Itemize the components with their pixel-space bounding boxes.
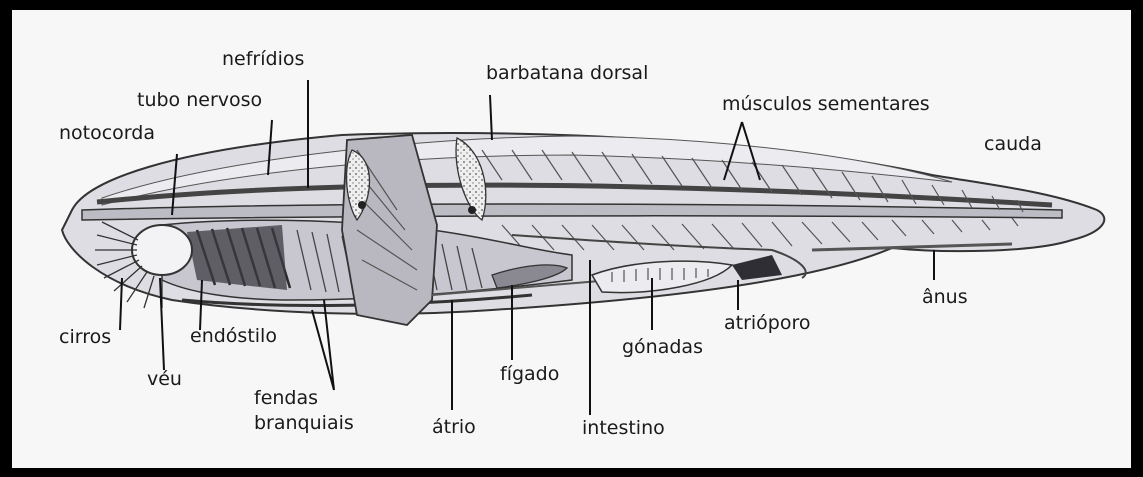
label-cauda: cauda: [984, 133, 1042, 155]
label-barbatana-dorsal: barbatana dorsal: [486, 62, 649, 84]
label-musculos-sementares: músculos sementares: [722, 93, 930, 115]
nerve-tube: [96, 182, 1053, 208]
endostyle: [181, 293, 533, 307]
label-branquiais: branquiais: [254, 412, 354, 434]
ventral-fin: [811, 242, 1013, 252]
label-veu: véu: [147, 368, 182, 390]
amphioxus-illustration: [60, 80, 1106, 415]
leader-lines: [119, 80, 935, 415]
intestine: [511, 234, 807, 279]
label-notocorda: notocorda: [59, 122, 155, 144]
label-nefridios: nefrídios: [222, 48, 305, 70]
label-fendas: fendas: [254, 387, 319, 409]
cirri: [95, 221, 163, 309]
label-endostilo: endóstilo: [190, 325, 277, 347]
liver: [491, 264, 569, 289]
label-intestino: intestino: [582, 417, 665, 439]
label-figado: fígado: [500, 363, 560, 385]
gonads: [590, 260, 734, 294]
nephridium-2: [455, 137, 487, 222]
label-atrio: átrio: [432, 416, 476, 438]
label-cirros: cirros: [59, 326, 112, 348]
muscle-segments: [481, 149, 1024, 251]
label-atrioporo: atrióporo: [724, 312, 811, 334]
label-tubo-nervoso: tubo nervoso: [137, 89, 263, 111]
diagram-canvas: nefrídios barbatana dorsal tubo nervoso …: [12, 10, 1131, 468]
atriopore-dark: [732, 255, 782, 280]
label-anus: ânus: [922, 286, 968, 308]
gill-slits-dark: [187, 225, 287, 290]
label-gonadas: gónadas: [622, 336, 703, 358]
